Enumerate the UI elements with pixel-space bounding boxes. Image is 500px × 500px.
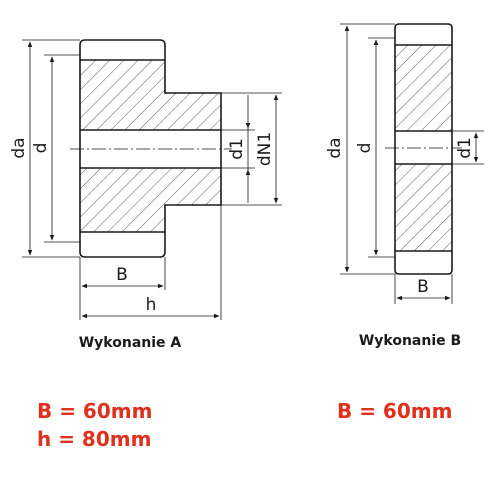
variant-b-outline [394,23,453,275]
label-d1-a: d1 [227,138,247,160]
label-da-a: da [9,137,29,158]
variant-a-outline [79,39,222,258]
label-B-b: B [417,277,429,297]
variant-b-lower-section [395,164,452,251]
variant-b-upper-section [395,45,452,131]
caption-variant-a: Wykonanie A [79,335,182,351]
variant-a-upper-section [80,60,221,130]
spec-b-width: B = 60mm [337,399,452,423]
variant-b-drawing: da d d1 B Wykonanie B [325,23,484,349]
label-d1-b: d1 [455,137,475,159]
label-d-b: d [355,143,375,154]
caption-variant-b: Wykonanie B [359,333,461,349]
variant-a-lower-section [80,168,221,232]
label-h: h [146,295,157,315]
spec-a-width: B = 60mm [37,399,152,423]
spec-a-height: h = 80mm [37,427,151,451]
label-da-b: da [325,137,345,158]
label-d-a: d [31,143,51,154]
label-B-a: B [116,265,128,285]
variant-a-drawing: da d d1 dN1 B h Wykonanie A [9,39,282,351]
label-dN1: dN1 [255,132,275,166]
